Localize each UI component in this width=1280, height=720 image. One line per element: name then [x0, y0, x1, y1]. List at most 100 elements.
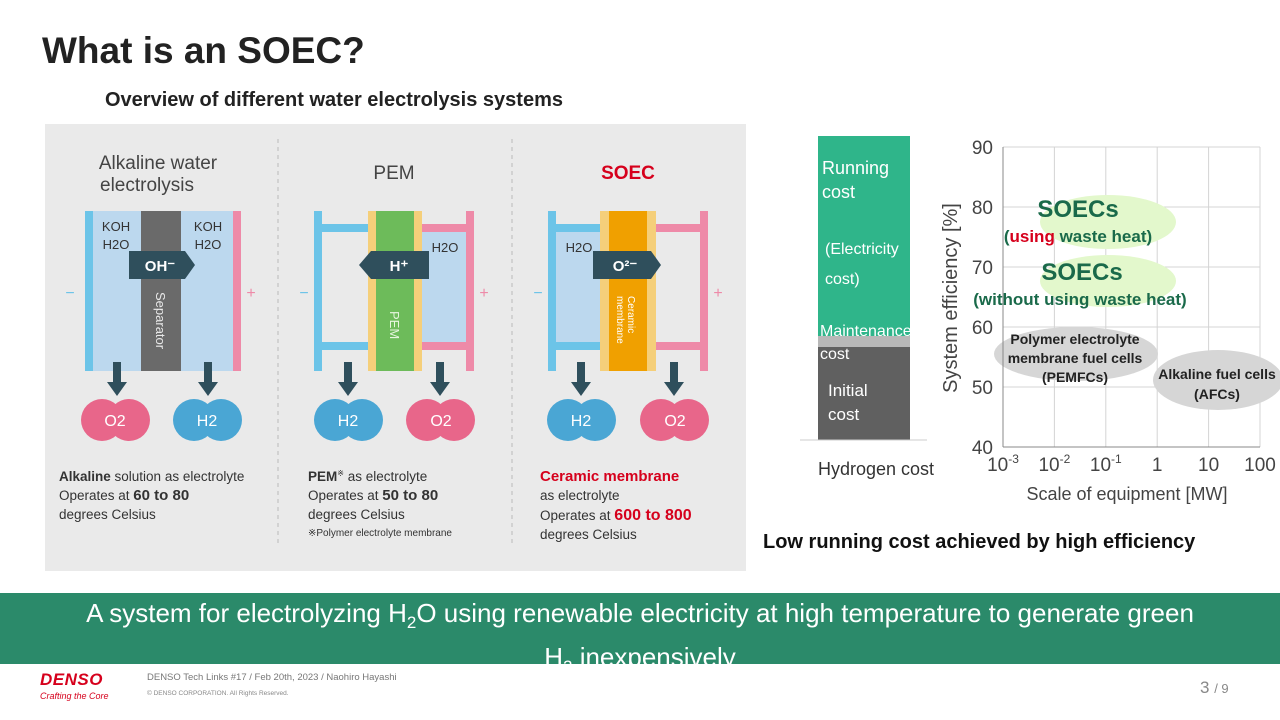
minus-icon: − — [533, 285, 542, 302]
electricity-label-1: (Electricity — [825, 241, 899, 258]
soec-out-left: H2 — [571, 413, 592, 430]
initial-label-2: cost — [828, 405, 859, 424]
soec-membrane-label-1: Ceramic — [625, 296, 636, 333]
initial-label-1: Initial — [828, 381, 868, 400]
hydrogen-cost-xlabel: Hydrogen cost — [818, 459, 934, 479]
maintenance-label-2: cost — [820, 346, 850, 363]
electrolysis-diagram: Alkaline water electrolysis KOH H2O KOH … — [45, 124, 746, 571]
soec-ion: O²⁻ — [613, 258, 638, 275]
initial-cost-segment — [818, 347, 910, 440]
pem-desc-mark: ※ — [337, 469, 344, 478]
plus-icon: + — [479, 285, 488, 302]
chart-caption: Low running cost achieved by high effici… — [763, 531, 1196, 553]
x-tick-label: 1 — [1152, 455, 1163, 476]
alk-desc-bold: Alkaline — [59, 469, 111, 484]
pem-membrane — [376, 211, 414, 371]
banner-sub-1: 2 — [406, 613, 417, 633]
pem-out-right: O2 — [430, 413, 451, 430]
soec-region-label: SOECs — [1037, 196, 1118, 223]
minus-icon: − — [65, 285, 74, 302]
x-tick-label: 10-3 — [987, 452, 1019, 476]
alk-temp: 60 to 80 — [133, 487, 189, 504]
soec-sub-rest: waste heat) — [1055, 227, 1152, 246]
pemfc-line1: Polymer electrolyte — [1010, 331, 1139, 347]
alk-ion: OH⁻ — [145, 258, 176, 275]
alk-temp-suffix: degrees Celsius — [59, 507, 156, 522]
diagram-subtitle: Overview of different water electrolysis… — [105, 89, 563, 111]
ion-arrow — [359, 251, 429, 279]
y-tick-label: 60 — [972, 318, 993, 339]
svg-text:Operates at 50 to 80: Operates at 50 to 80 — [308, 487, 438, 504]
y-tick-label: 80 — [972, 198, 993, 219]
alk-temp-prefix: Operates at — [59, 488, 133, 503]
y-tick-label: 90 — [972, 138, 993, 159]
svg-text:(using waste heat): (using waste heat) — [1004, 227, 1152, 246]
logo-tagline: Crafting the Core — [40, 691, 109, 701]
pem-right-chem: H2O — [432, 240, 459, 255]
region-soec-waste-heat — [1040, 195, 1176, 249]
maintenance-label-1: Maintenance — [820, 323, 912, 340]
soec-sub-open: ( — [1004, 227, 1010, 246]
maintenance-cost-segment — [818, 336, 910, 347]
x-tick-label: 10-2 — [1038, 452, 1070, 476]
soec-temp-suffix: degrees Celsius — [540, 527, 637, 542]
plus-icon: + — [246, 285, 255, 302]
pem-membrane-label: PEM — [387, 311, 402, 339]
x-tick-label: 10 — [1198, 455, 1219, 476]
separator-membrane — [141, 211, 181, 371]
running-label-1: Running — [822, 158, 889, 178]
summary-banner: A system for electrolyzing H2O using ren… — [0, 593, 1280, 676]
pem-note: ※Polymer electrolyte membrane — [308, 528, 452, 539]
pem-ion: H⁺ — [390, 258, 409, 275]
y-tick-label: 70 — [972, 258, 993, 279]
alk-right-chem2: H2O — [195, 237, 222, 252]
alk-membrane-label: Separator — [153, 292, 168, 350]
footer-meta: DENSO Tech Links #17 / Feb 20th, 2023 / … — [147, 672, 397, 683]
svg-text:Operates at 600 to 800: Operates at 600 to 800 — [540, 507, 692, 524]
svg-text:Operates at 60 to 80: Operates at 60 to 80 — [59, 487, 189, 504]
running-cost-segment — [818, 136, 910, 336]
soec2-region-label: SOECs — [1041, 259, 1122, 286]
banner-text-4: inexpensively — [572, 642, 736, 673]
region-afc — [1153, 350, 1280, 410]
pem-temp-suffix: degrees Celsius — [308, 507, 405, 522]
soec-left-chem: H2O — [566, 240, 593, 255]
soec-membrane-label-2: membrane — [614, 296, 625, 344]
denso-logo: DENSO Crafting the Core — [40, 670, 109, 701]
alk-right-chem1: KOH — [194, 219, 222, 234]
alk-left-chem2: H2O — [103, 237, 130, 252]
arrow-down-icon — [571, 382, 591, 396]
ion-arrow — [593, 251, 661, 279]
soec-desc-rest: as electrolyte — [540, 488, 620, 503]
page-total: / 9 — [1214, 681, 1229, 696]
page-number: 3 / 9 — [1200, 678, 1229, 698]
soec2-region-sub: (without using waste heat) — [973, 290, 1186, 309]
y-tick-label: 50 — [972, 378, 993, 399]
banner-sub-2: 2 — [563, 657, 573, 677]
soec-sub-red: using — [1010, 227, 1055, 246]
banner-text-3: H — [544, 642, 563, 673]
region-pemfc — [994, 327, 1158, 381]
alk-out-right: H2 — [197, 413, 218, 430]
x-tick-label: 100 — [1244, 455, 1276, 476]
arrow-down-icon — [338, 382, 358, 396]
minus-icon: − — [299, 285, 308, 302]
pemfc-line2: membrane fuel cells — [1008, 350, 1143, 366]
pem-temp: 50 to 80 — [382, 487, 438, 504]
pem-desc-rest: as electrolyte — [344, 469, 427, 484]
page-current: 3 — [1200, 678, 1210, 697]
y-tick-label: 40 — [972, 438, 993, 459]
alk-left-chem1: KOH — [102, 219, 130, 234]
running-label-2: cost — [822, 182, 855, 202]
alk-out-left: O2 — [104, 413, 125, 430]
ion-arrow — [129, 251, 195, 279]
footer-copyright: © DENSO CORPORATION. All Rights Reserved… — [147, 690, 289, 697]
svg-text:PEM※ as electrolyte: PEM※ as electrolyte — [308, 469, 427, 484]
soec-temp: 600 to 800 — [614, 507, 691, 524]
soec-title: SOEC — [601, 163, 655, 184]
electricity-label-2: cost) — [825, 271, 860, 288]
x-tick-label: 10-1 — [1090, 452, 1122, 476]
y-axis-label: System efficiency [%] — [940, 203, 962, 393]
pemfc-line3: (PEMFCs) — [1042, 369, 1108, 385]
arrow-down-icon — [198, 382, 218, 396]
